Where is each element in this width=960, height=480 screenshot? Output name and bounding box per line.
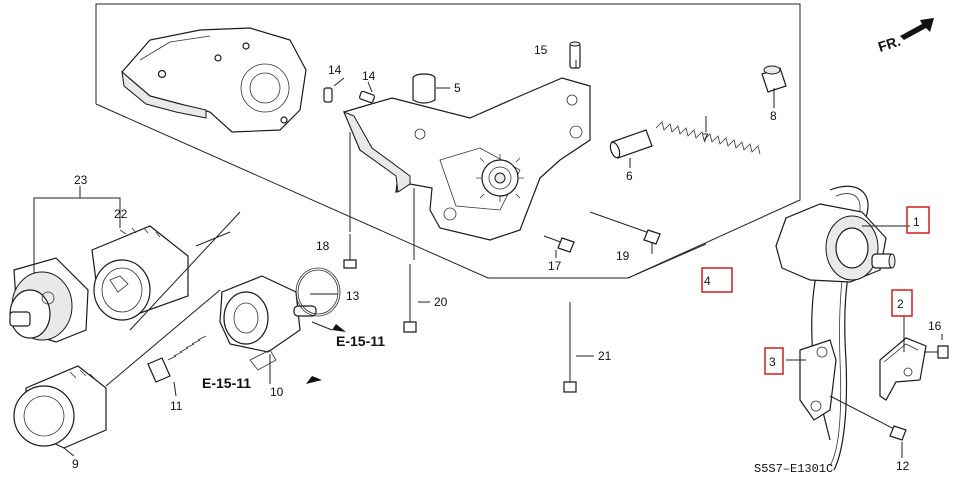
callout-19[interactable]: 19: [616, 249, 630, 263]
relief-valve-bolt: [761, 65, 787, 93]
callout-7[interactable]: 7: [702, 131, 709, 145]
front-label: FR.: [876, 33, 902, 55]
relief-spring: [655, 121, 761, 155]
callout-2[interactable]: 2: [897, 297, 904, 311]
callout-1[interactable]: 1: [913, 215, 920, 229]
reference-e-15-11-b[interactable]: E-15-11: [202, 375, 251, 391]
callout-4[interactable]: 4: [704, 274, 711, 288]
callout-18[interactable]: 18: [316, 239, 330, 253]
bolt-21: [563, 302, 577, 393]
leader-lines: [33, 60, 943, 458]
callout-3-highlight: [764, 347, 784, 375]
arrow-icon: [900, 18, 934, 40]
callout-14-b[interactable]: 14: [362, 69, 376, 83]
chain-tensioner: [879, 337, 927, 401]
oil-strainer-housing: [121, 27, 307, 133]
callout-14-a[interactable]: 14: [328, 63, 342, 77]
relief-valve: [609, 129, 653, 159]
pump-bolt-long: [589, 211, 661, 245]
dowel-pin-a: [323, 87, 333, 103]
chain-guide: [799, 339, 837, 421]
callout-22[interactable]: 22: [114, 207, 128, 221]
callout-10[interactable]: 10: [270, 385, 284, 399]
callout-21[interactable]: 21: [598, 349, 612, 363]
relief-valve-pin: [569, 41, 581, 69]
callout-labels: 1 2 3 4 5 6 7 8 9 10 11 12 13 14 14 15 1…: [72, 43, 942, 473]
dowel-pin-b: [359, 90, 375, 104]
callout-13[interactable]: 13: [346, 289, 360, 303]
oil-filter-9: [13, 365, 107, 449]
oil-pump-sprocket: [476, 154, 524, 202]
callout-15[interactable]: 15: [534, 43, 548, 57]
callout-3[interactable]: 3: [769, 355, 776, 369]
reference-e-15-11-a[interactable]: E-15-11: [336, 333, 385, 349]
o-ring: [295, 267, 341, 317]
reference-labels: E-15-11 E-15-11: [202, 333, 385, 391]
front-direction-arrow: FR.: [876, 18, 934, 55]
oil-pump-drive-sprocket: [775, 203, 896, 283]
bolt-20: [403, 264, 417, 333]
callout-11[interactable]: 11: [170, 399, 183, 413]
oil-cooler: [219, 275, 317, 371]
callout-4-highlight: [701, 267, 733, 293]
oil-pump-body: [343, 77, 591, 241]
callout-2-highlight: [891, 289, 913, 317]
callout-6[interactable]: 6: [626, 169, 633, 183]
callout-17[interactable]: 17: [548, 259, 562, 273]
oil-filter-23: [9, 257, 89, 343]
callout-16[interactable]: 16: [928, 319, 942, 333]
oil-filter-22: [91, 225, 189, 321]
bolt-18: [343, 234, 357, 269]
pump-bolt-short: [543, 235, 575, 253]
tensioner-bolt: [924, 345, 949, 359]
oil-pump-assembly-outline: [95, 3, 801, 279]
callout-23[interactable]: 23: [74, 173, 88, 187]
callout-9[interactable]: 9: [72, 457, 79, 471]
callout-8[interactable]: 8: [770, 109, 777, 123]
callout-5[interactable]: 5: [454, 81, 461, 95]
callout-12[interactable]: 12: [896, 459, 910, 473]
chain-guide-bolt: [829, 395, 907, 441]
callout-1-highlight: [906, 206, 930, 234]
callout-20[interactable]: 20: [434, 295, 448, 309]
oil-cooler-bolt: [147, 335, 207, 383]
diagram-code: S5S7–E1301C: [754, 462, 833, 476]
relief-valve-cap: [412, 73, 436, 104]
